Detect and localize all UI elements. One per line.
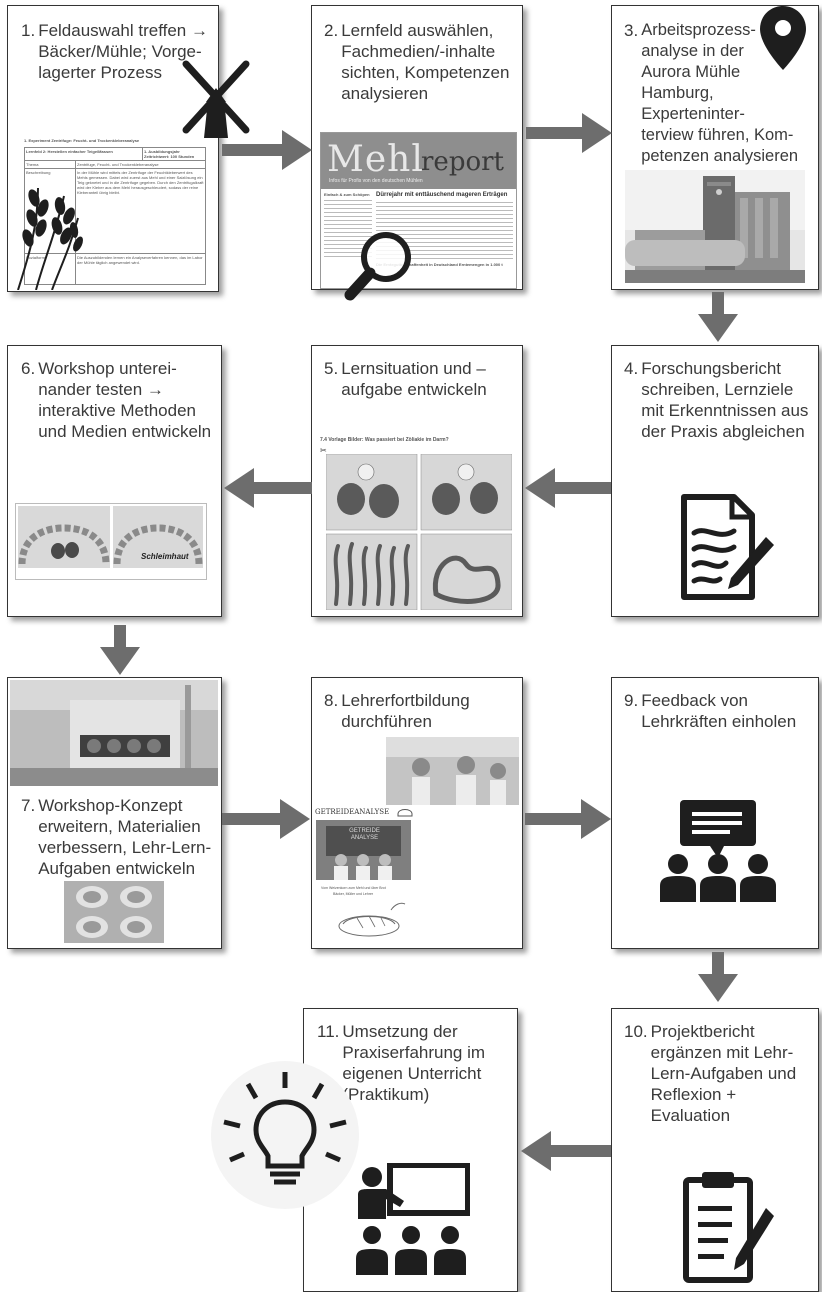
step-number: 10.: [624, 1022, 648, 1041]
step-label: Umsetzung der Praxiserfahrung im eigenen…: [342, 1022, 486, 1104]
bread-illustration: [338, 902, 406, 937]
step-number: 9.: [624, 691, 639, 710]
step-number: 11.: [317, 1022, 340, 1041]
step-text-2: 2. Lernfeld auswählen, Fachmedien/-inhal…: [324, 20, 522, 104]
step-number: 7.: [21, 796, 36, 815]
magnifier-icon: [344, 232, 411, 301]
villi-slide-right: [113, 506, 203, 568]
lab-equipment-photo: [10, 680, 218, 786]
arrow-down-3-4: [698, 292, 738, 342]
masthead-tagline: Infos für Profis von den deutschen Mühle…: [329, 178, 423, 184]
step-box-10: [611, 1008, 819, 1292]
doc-row-label: Sozialform: [25, 254, 76, 284]
step-number: 3.: [624, 21, 639, 40]
step-text-4: 4. Forschungsbericht schreiben, Lernziel…: [624, 358, 819, 442]
bread-loaf-icon: [397, 809, 413, 817]
doc-row-value: Zentrifuge, Feucht- und Trockenkleberana…: [77, 162, 159, 167]
step-number: 4.: [624, 359, 639, 378]
arrow-right-8-9: [525, 799, 611, 839]
step-box-1: [7, 5, 219, 292]
step-label: Workshop-Konzept erweitern, Materialien …: [38, 796, 212, 878]
step-label: Lehrerfortbildung durchführen: [341, 691, 470, 731]
audience-feedback-icon: [660, 800, 776, 902]
doc-row-value: Die Auszubildenden lernen ein Analysever…: [77, 255, 203, 265]
mucosa-label: Schleimhaut: [141, 552, 189, 561]
step-label: Feldauswahl treffen → Bäcker/Mühle; Vorg…: [38, 21, 208, 82]
doc-header-left: Lernfeld 2: Herstellen einfacher Teige/M…: [25, 148, 143, 160]
document-pen-icon: [681, 494, 774, 600]
wheat-icon: [17, 187, 83, 290]
doc-row-value: In der Mühle wird mittels der Zentrifuge…: [77, 170, 204, 195]
step-box-4: [611, 345, 819, 617]
step-label: Workshop unterei- nander testen → intera…: [38, 359, 212, 441]
teacher-whiteboard-icon: [356, 1163, 470, 1275]
step-label: Lernsituation und – aufgabe entwickeln: [341, 359, 487, 399]
step-label: Forschungsbericht schreiben, Lernziele m…: [641, 359, 809, 441]
location-pin-icon: [760, 6, 806, 70]
caption: Die Erntegutbeschaffenheit in Deutschlan…: [376, 262, 503, 267]
step-text-8: 8. Lehrerfortbildung durchführen: [324, 690, 522, 732]
curriculum-document: 1. Experiment Zentrifuge: Feucht- und Tr…: [24, 138, 206, 288]
step-text-7: 7. Workshop-Konzept erweitern, Materiali…: [21, 795, 221, 879]
arrow-left-10-11: [521, 1131, 611, 1171]
step-number: 6.: [21, 359, 36, 378]
step-number: 5.: [324, 359, 339, 378]
arrow-right-1-2: [222, 130, 312, 170]
doc-row-label: Beschreibung: [25, 169, 76, 253]
villi-slide-left: [18, 506, 110, 568]
dough-samples-photo: [64, 881, 164, 943]
doc-header-right: 1. Ausbildungsjahr Zeitrichtwert: 100 St…: [144, 149, 195, 159]
masthead-report: report: [421, 147, 504, 177]
side-heading: Einfach & zum Schöpen: [324, 192, 370, 197]
step-text-11: 11. Umsetzung der Praxiserfahrung im eig…: [317, 1021, 517, 1105]
step-text-10: 10. Projektbericht ergänzen mit Lehr- Le…: [624, 1021, 819, 1126]
doc-title: 1. Experiment Zentrifuge: Feucht- und Tr…: [24, 138, 140, 143]
flyer-sub1: Vom Weizenkorn zum Mehl und über Brot: [321, 886, 386, 890]
step-text-5: 5. Lernsituation und – aufgabe entwickel…: [324, 358, 522, 400]
workshop-slides: Schleimhaut: [15, 503, 207, 580]
step-text-9: 9. Feedback von Lehrkräften einholen: [624, 690, 819, 732]
arrow-left-4-5: [525, 468, 611, 508]
arrow-left-5-6: [224, 468, 312, 508]
flyer-photo: [316, 820, 411, 880]
windmill-icon: [182, 60, 250, 138]
doc-row-label: Thema: [25, 161, 76, 168]
step-label: Feedback von Lehrkräften einholen: [641, 691, 797, 731]
mehlreport-magazine: Mehl report Infos für Profis von den deu…: [320, 132, 517, 289]
arrow-right-7-8: [222, 799, 310, 839]
mill-building-photo: [625, 170, 805, 283]
masthead-mehl: Mehl: [327, 139, 424, 180]
lightbulb-icon: [211, 1061, 359, 1209]
arrow-right-2-3: [526, 113, 612, 153]
arrow-down-6-7: [100, 625, 140, 675]
step-number: 8.: [324, 691, 339, 710]
coeliac-comic-sheet: 7.4 Vorlage Bilder: Was passiert bei Zöl…: [320, 438, 515, 613]
flyer-title: GETREIDEANALYSE: [315, 808, 390, 816]
step-label: Projektbericht ergänzen mit Lehr- Lern-A…: [650, 1022, 797, 1125]
step-number: 2.: [324, 21, 339, 40]
comic-panels: [326, 454, 512, 610]
step-box-8: [311, 677, 523, 949]
teacher-training-photo: [386, 737, 519, 805]
step-number: 1.: [21, 21, 36, 40]
arrow-down-9-10: [698, 952, 738, 1002]
clipboard-icon: [683, 1172, 774, 1283]
flyer-sub2: Bäcker, Müller und Lehrer: [333, 892, 374, 896]
headline: Dürrejahr mit enttäuschend mageren Erträ…: [376, 192, 508, 198]
grain-analysis-flyer: GETREIDEANALYSE GETREIDE ANALYSE Vom Wei…: [315, 808, 430, 943]
step-label: Lernfeld auswählen, Fachmedien/-inhalte …: [341, 21, 510, 103]
step-text-6: 6. Workshop unterei- nander testen → int…: [21, 358, 221, 442]
scissors-icon: ✂: [320, 446, 327, 455]
step-text-1: 1. Feldauswahl treffen → Bäcker/Mühle; V…: [21, 20, 216, 83]
sheet-title: 7.4 Vorlage Bilder: Was passiert bei Zöl…: [320, 437, 449, 443]
flyer-board-text: GETREIDE ANALYSE: [349, 828, 380, 841]
